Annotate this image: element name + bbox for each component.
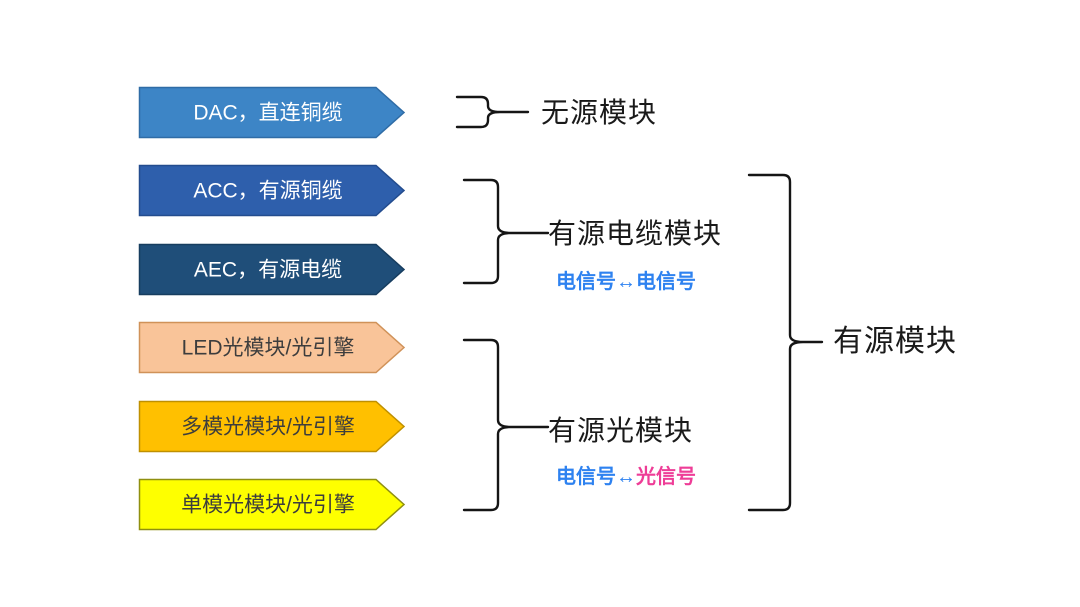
brace-active-cable	[462, 178, 550, 285]
arrow-polygon	[138, 321, 406, 374]
signal-electrical-part: 电信号↔	[556, 466, 636, 488]
arrow-label-multimode: 多模光模块/光引擎	[181, 416, 355, 439]
label-active-cable-module: 有源电缆模块	[548, 218, 723, 249]
brace-active-optical	[462, 338, 550, 512]
arrow-polygon	[138, 400, 406, 453]
label-active-optical-module: 有源光模块	[548, 415, 694, 446]
arrow-polygon	[138, 164, 406, 217]
arrow-shape-aec: AEC，有源电缆	[138, 243, 406, 296]
arrow-label-led: LED光模块/光引擎	[182, 337, 355, 360]
arrow-shape-led: LED光模块/光引擎	[138, 321, 406, 374]
label-active-module: 有源模块	[833, 325, 957, 358]
arrow-label-singlemode: 单模光模块/光引擎	[181, 494, 355, 517]
signal-optical-part: 光信号	[636, 466, 696, 488]
arrow-label-aec: AEC，有源电缆	[194, 259, 342, 282]
arrow-shape-acc: ACC，有源铜缆	[138, 164, 406, 217]
arrow-shape-dac: DAC，直连铜缆	[138, 86, 406, 139]
label-signal-electro-optical: 电信号↔光信号	[556, 467, 696, 487]
brace-passive	[455, 95, 530, 129]
arrow-shape-multimode: 多模光模块/光引擎	[138, 400, 406, 453]
brace-active	[747, 173, 824, 512]
arrow-label-dac: DAC，直连铜缆	[193, 102, 342, 125]
label-signal-electrical: 电信号↔电信号	[556, 271, 696, 293]
arrow-shape-singlemode: 单模光模块/光引擎	[138, 478, 406, 531]
arrow-polygon	[138, 86, 406, 139]
arrow-polygon	[138, 243, 406, 296]
label-passive-module: 无源模块	[541, 97, 658, 128]
arrow-polygon	[138, 478, 406, 531]
arrow-label-acc: ACC，有源铜缆	[193, 180, 342, 203]
